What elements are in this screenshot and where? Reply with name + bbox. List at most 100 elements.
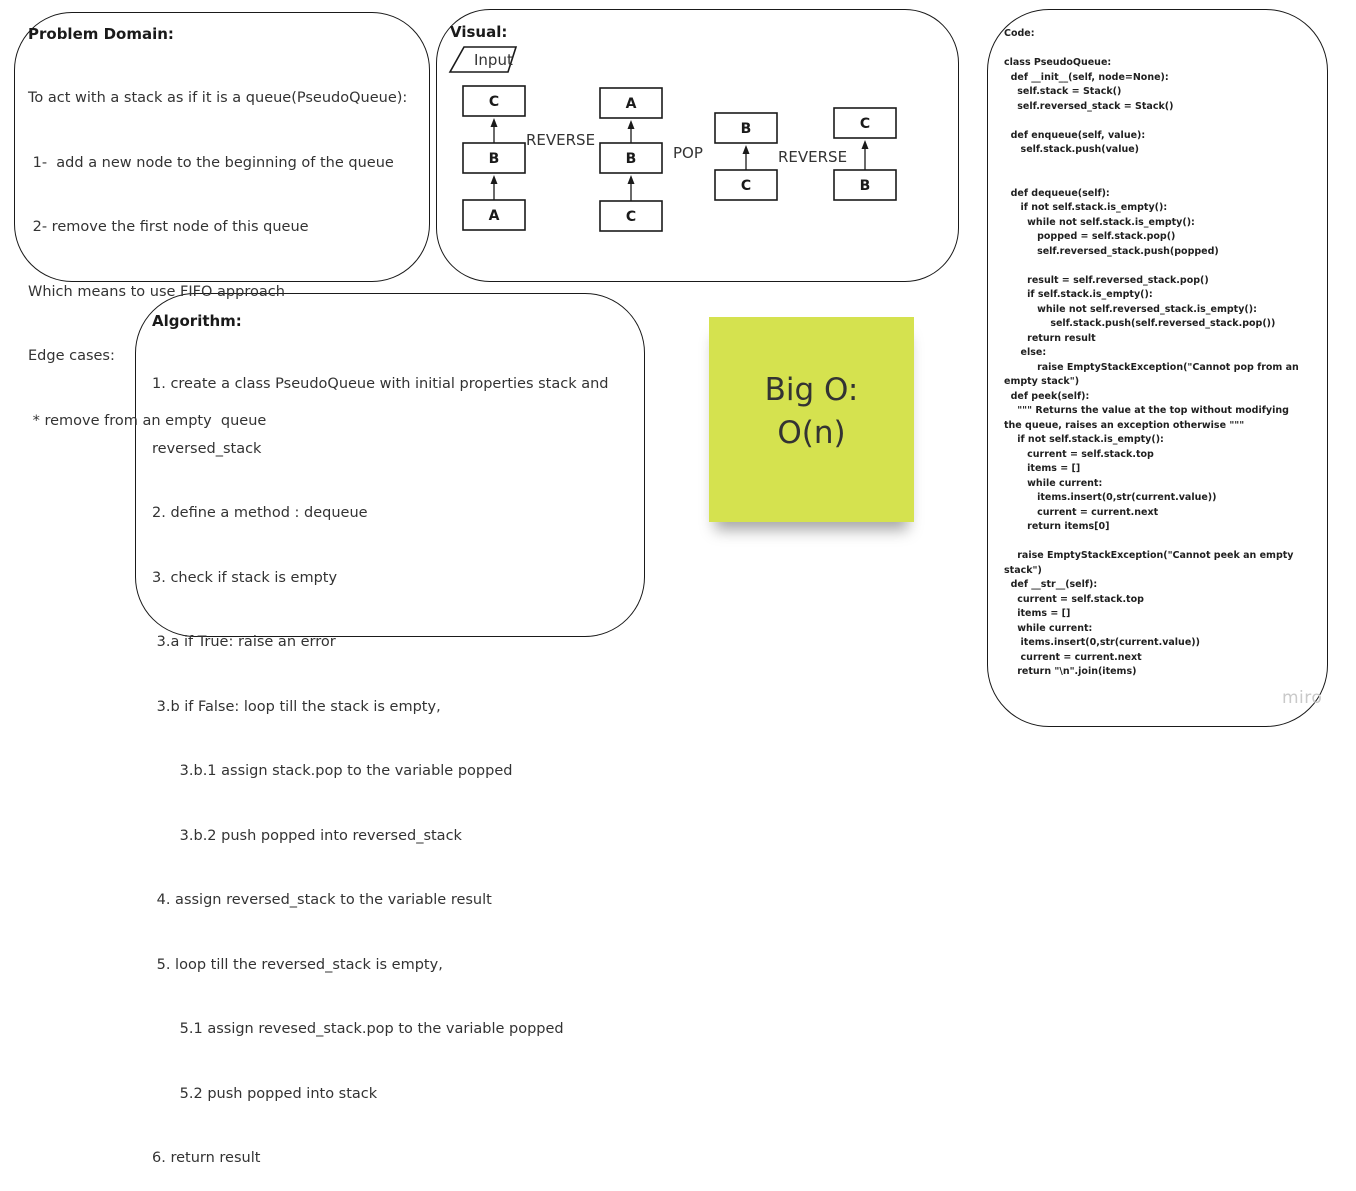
- code-line: current = self.stack.top: [1004, 593, 1144, 605]
- code-line: self.stack.push(self.reversed_stack.pop(…: [1004, 318, 1276, 329]
- arrow-head: [627, 120, 635, 129]
- stack1-node-mid: [462, 142, 526, 174]
- stack-diagram: Input C B A REVERSE A B C POP B C REVERS…: [448, 46, 897, 232]
- code-line: def __init__(self, node=None):: [1004, 71, 1169, 83]
- code-line: [1004, 42, 1304, 57]
- code-line: def enqueue(self, value):: [1004, 129, 1146, 141]
- algorithm-title: Algorithm:: [152, 312, 242, 330]
- algorithm-line: 3.b if False: loop till the stack is emp…: [152, 698, 441, 715]
- algorithm-line: 5. loop till the reversed_stack is empty…: [152, 956, 443, 973]
- stack2-node-bottom: [599, 200, 663, 232]
- arrow-head: [742, 145, 750, 154]
- big-o-text: Big O: O(n): [764, 372, 859, 451]
- arrow-head: [490, 118, 498, 127]
- stack2-letter: B: [626, 151, 637, 167]
- code-panel: [987, 9, 1328, 727]
- visual-title: Visual:: [450, 23, 508, 41]
- problem-line: To act with a stack as if it is a queue(…: [28, 90, 408, 106]
- reverse-label-2: REVERSE: [778, 148, 847, 166]
- code-line: items.insert(0,str(current.value)): [1004, 492, 1217, 503]
- code-line: return result: [1004, 332, 1096, 344]
- arrow-head: [490, 175, 498, 184]
- algorithm-text: 1. create a class PseudoQueue with initi…: [152, 331, 609, 1191]
- stack3-letter: B: [741, 121, 752, 137]
- algorithm-line: 5.1 assign revesed_stack.pop to the vari…: [152, 1021, 564, 1037]
- algorithm-line: 3.a if True: raise an error: [152, 634, 336, 650]
- code-line: while not self.reversed_stack.is_empty()…: [1004, 303, 1257, 315]
- code-line: [1004, 158, 1304, 173]
- code-line: [1004, 535, 1304, 550]
- code-block: Code: class PseudoQueue: def __init__(sel…: [1004, 27, 1304, 680]
- problem-line: Which means to use FIFO approach: [28, 283, 285, 300]
- algorithm-panel: [135, 293, 645, 637]
- algorithm-line: 3. check if stack is empty: [152, 569, 338, 586]
- miro-watermark: miro: [1282, 688, 1323, 708]
- stack2-letter: C: [626, 209, 636, 225]
- code-line: def dequeue(self):: [1004, 187, 1110, 199]
- code-line: if not self.stack.is_empty():: [1004, 434, 1164, 445]
- code-line: def __str__(self):: [1004, 579, 1098, 590]
- code-line: current = current.next: [1004, 506, 1159, 518]
- code-line: items = []: [1004, 463, 1081, 474]
- code-line: result = self.reversed_stack.pop(): [1004, 274, 1209, 286]
- input-label: Input: [474, 51, 513, 69]
- algorithm-line: 6. return result: [152, 1150, 261, 1166]
- stack4-node-top: [833, 107, 897, 139]
- code-line: class PseudoQueue:: [1004, 57, 1112, 68]
- algorithm-line: 3.b.2 push popped into reversed_stack: [152, 827, 462, 844]
- algorithm-line: reversed_stack: [152, 440, 262, 457]
- algorithm-line: 2. define a method : dequeue: [152, 505, 368, 521]
- code-line: self.reversed_stack.push(popped): [1004, 245, 1219, 257]
- code-line: items.insert(0,str(current.value)): [1004, 637, 1200, 648]
- stack3-letter: C: [741, 178, 751, 194]
- stack1-letter: B: [489, 151, 500, 167]
- stack4-node-bottom: [833, 169, 897, 201]
- stack1-letter: A: [489, 208, 500, 224]
- stack2-letter: A: [626, 96, 637, 112]
- arrow-head: [627, 175, 635, 184]
- code-line: items = []: [1004, 608, 1071, 619]
- code-line: current = self.stack.top: [1004, 448, 1154, 460]
- algorithm-line: 3.b.1 assign stack.pop to the variable p…: [152, 763, 513, 779]
- stack3-node-bottom: [714, 169, 778, 201]
- code-line: return items[0]: [1004, 521, 1110, 532]
- stack3-node-top: [714, 112, 778, 144]
- stack2-node-top: [599, 87, 663, 119]
- problem-line: 2- remove the first node of this queue: [28, 219, 309, 235]
- code-line: while current:: [1004, 622, 1093, 634]
- problem-domain-text: To act with a stack as if it is a queue(…: [28, 45, 407, 454]
- code-line: """ Returns the value at the top without…: [1004, 405, 1293, 431]
- stack1-node-top: [462, 85, 526, 117]
- problem-line: 1- add a new node to the beginning of th…: [28, 154, 394, 171]
- problem-domain-panel: [14, 12, 430, 282]
- code-line: if not self.stack.is_empty():: [1004, 202, 1168, 213]
- stack4-letter: C: [860, 116, 870, 132]
- code-line: self.stack.push(value): [1004, 144, 1140, 155]
- reverse-label-1: REVERSE: [526, 131, 595, 149]
- code-line: current = current.next: [1004, 651, 1142, 663]
- stack4-letter: B: [860, 178, 871, 194]
- code-line: raise EmptyStackException("Cannot pop fr…: [1004, 361, 1303, 388]
- problem-line: * remove from an empty queue: [28, 412, 267, 429]
- problem-domain-title: Problem Domain:: [28, 25, 174, 43]
- code-line: [1004, 259, 1304, 274]
- arrow-head: [861, 140, 869, 149]
- algorithm-line: 5.2 push popped into stack: [152, 1085, 378, 1102]
- stack1-letter: C: [489, 94, 499, 110]
- problem-line: Edge cases:: [28, 348, 115, 364]
- code-line: else:: [1004, 347, 1047, 358]
- code-line: self.stack = Stack(): [1004, 86, 1122, 97]
- code-line: if self.stack.is_empty():: [1004, 289, 1153, 300]
- code-line: [1004, 172, 1304, 187]
- code-line: popped = self.stack.pop(): [1004, 231, 1176, 242]
- code-line: while current:: [1004, 477, 1103, 489]
- code-line: while not self.stack.is_empty():: [1004, 216, 1195, 228]
- algorithm-line: 1. create a class PseudoQueue with initi…: [152, 376, 609, 392]
- code-line: raise EmptyStackException("Cannot peek a…: [1004, 550, 1297, 576]
- pop-label: POP: [673, 144, 703, 162]
- code-line: return "\n".join(items): [1004, 666, 1137, 677]
- code-line: def peek(self):: [1004, 390, 1090, 402]
- big-o-sticky-note[interactable]: Big O: O(n): [709, 317, 914, 522]
- code-line: Code:: [1004, 28, 1035, 39]
- code-line: self.reversed_stack = Stack(): [1004, 100, 1174, 112]
